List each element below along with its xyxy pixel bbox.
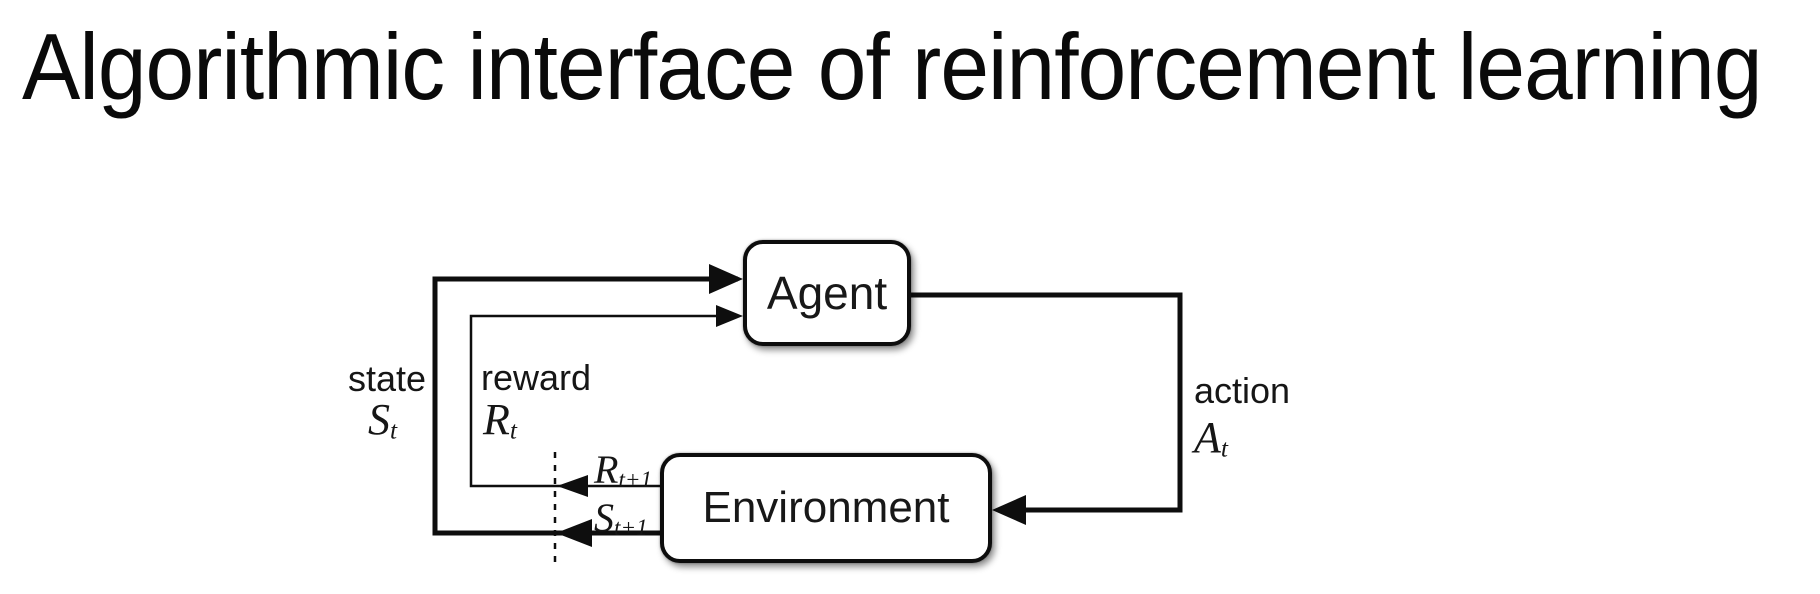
action-symbol-label: At: [1194, 416, 1228, 461]
reward-word-label: reward: [481, 357, 592, 398]
next-state-symbol: S: [594, 495, 614, 540]
action-subscript: t: [1220, 433, 1228, 463]
next-state-subscript: t+1: [614, 515, 648, 542]
agent-label: Agent: [766, 267, 888, 319]
state-wire: [432, 276, 738, 536]
action-symbol: A: [1194, 413, 1221, 462]
action-wire: [911, 292, 1183, 513]
next-reward-symbol: R: [594, 447, 619, 492]
reward-into-agent-arrowhead: [716, 305, 743, 327]
environment-label: Environment: [702, 483, 950, 532]
reward-subscript: t: [509, 415, 517, 445]
state-subscript: t: [390, 415, 398, 445]
state-symbol: S: [368, 395, 390, 444]
state-symbol-label: St: [368, 398, 397, 443]
environment-box: Environment: [660, 453, 992, 563]
action-into-environment-arrowhead: [992, 495, 1026, 525]
reward-symbol-label: Rt: [483, 398, 517, 443]
next-state-symbol-label: St+1: [594, 498, 648, 540]
next-reward-arrowhead: [557, 475, 588, 497]
page-title: Algorithmic interface of reinforcement l…: [22, 14, 1762, 119]
reward-symbol: R: [483, 395, 510, 444]
state-into-agent-arrowhead: [709, 264, 743, 294]
state-word-label: state: [348, 358, 427, 399]
next-state-arrowhead: [556, 519, 592, 547]
agent-box: Agent: [743, 240, 911, 346]
next-reward-subscript: t+1: [618, 467, 653, 494]
next-reward-symbol-label: Rt+1: [594, 450, 652, 492]
action-word-label: action: [1194, 370, 1291, 411]
